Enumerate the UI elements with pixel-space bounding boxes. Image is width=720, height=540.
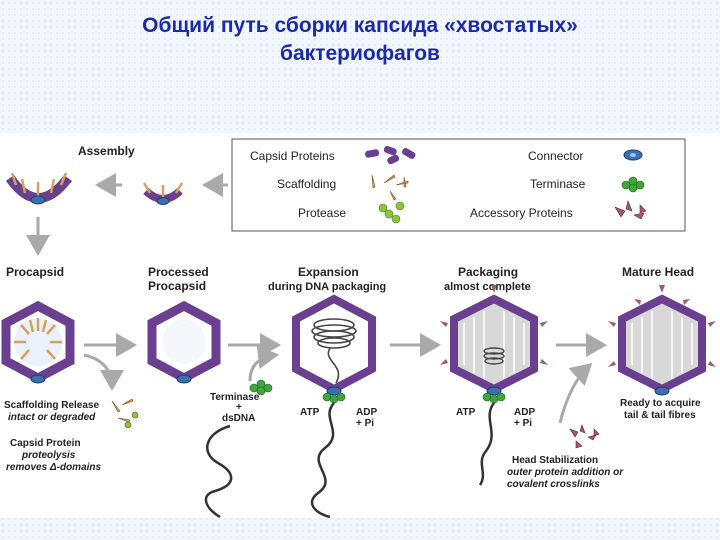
mature-head-particle	[608, 285, 716, 396]
scaffolding-icon	[371, 174, 409, 201]
title-line-2: бактериофагов	[280, 42, 440, 65]
note-adp-1: ADP	[356, 407, 377, 418]
legend-accessory-proteins: Accessory Proteins	[470, 206, 573, 220]
connector-icon	[623, 149, 643, 161]
note-ready-acquire: Ready to acquire	[620, 398, 701, 409]
note-tail-fibres: tail & tail fibres	[624, 410, 696, 421]
note-capsid-protein: Capsid Protein	[10, 438, 81, 449]
terminase-icon	[621, 176, 645, 193]
stage-mature-head: Mature Head	[622, 265, 694, 279]
assembly-partial-shell-large	[5, 172, 72, 205]
stage-assembly: Assembly	[78, 144, 135, 158]
capsid-protein-icon	[365, 145, 416, 165]
note-pi-1: + Pi	[356, 418, 374, 429]
stage-expansion-sub: during DNA packaging	[268, 281, 386, 293]
expansion-particle	[292, 294, 376, 518]
stage-packaging: Packaging	[458, 265, 518, 279]
note-pi-2: + Pi	[514, 418, 532, 429]
legend-connector: Connector	[528, 149, 583, 163]
note-scaffolding-intact: intact or degraded	[8, 412, 96, 423]
legend-box	[231, 138, 686, 232]
note-adp-2: ADP	[514, 407, 535, 418]
stage-processed-line1: Processed	[148, 265, 209, 279]
arrow-terminase-in	[248, 345, 279, 382]
note-scaffolding-release: Scaffolding Release	[4, 400, 99, 411]
note-terminase: Terminase	[210, 392, 260, 403]
processed-procapsid-particle	[147, 300, 221, 384]
note-atp-1: ATP	[300, 407, 320, 418]
dsdna-strand	[204, 424, 233, 518]
legend-scaffolding: Scaffolding	[277, 177, 336, 191]
assembly-partial-shell-small	[142, 182, 184, 205]
title-line-1: Общий путь сборки капсида «хвостатых»	[142, 14, 578, 37]
procapsid-particle	[1, 300, 75, 384]
accessory-proteins-cluster-icon	[569, 424, 600, 449]
protease-icon	[378, 201, 405, 224]
capsid-assembly-diagram: Capsid Proteins Scaffolding Protease Con…	[1, 138, 716, 518]
stage-procapsid: Procapsid	[6, 265, 64, 279]
slide-title: Общий путь сборки капсида «хвостатых» ба…	[0, 12, 720, 68]
terminase-complex-icon	[249, 379, 273, 396]
note-head-stabilization: Head Stabilization	[512, 455, 598, 466]
stage-expansion: Expansion	[298, 265, 359, 279]
legend-protease: Protease	[298, 206, 346, 220]
note-dsdna: dsDNA	[222, 413, 255, 424]
legend-terminase: Terminase	[530, 177, 586, 191]
stage-packaging-sub: almost complete	[444, 281, 531, 293]
note-terminase-plus: +	[236, 402, 242, 413]
note-proteolysis: proteolysis	[21, 450, 76, 461]
accessory-protein-icon	[614, 200, 647, 220]
note-covalent-crosslinks: covalent crosslinks	[507, 479, 600, 490]
note-atp-2: ATP	[456, 407, 476, 418]
stage-processed-line2: Procapsid	[148, 279, 206, 293]
arrow-head-stabilization	[558, 362, 593, 424]
arrow-scaffold-release	[83, 353, 124, 391]
note-removes-domains: removes Δ-domains	[6, 462, 102, 473]
note-outer-protein: outer protein addition or	[507, 467, 624, 478]
packaging-particle	[440, 285, 548, 486]
legend-capsid-proteins: Capsid Proteins	[250, 149, 335, 163]
released-scaffolding-icon	[111, 398, 139, 429]
